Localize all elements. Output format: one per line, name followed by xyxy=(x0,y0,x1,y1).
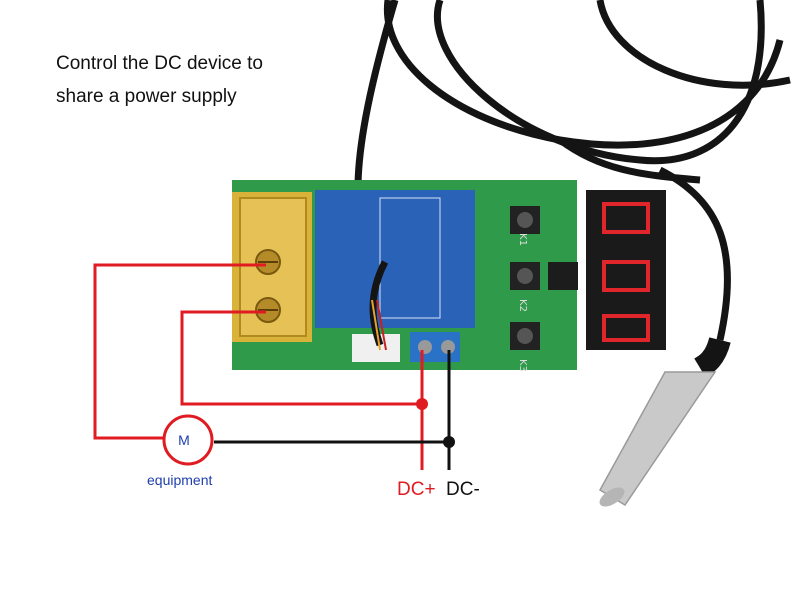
caption-line-2: share a power supply xyxy=(56,86,237,107)
probe-cable xyxy=(354,0,791,341)
dc-minus-junction xyxy=(443,436,455,448)
wires xyxy=(93,263,451,470)
dc-minus-label: DC- xyxy=(446,479,480,500)
temperature-probe-icon xyxy=(598,336,731,507)
mcu-chip xyxy=(548,262,578,290)
motor-label: M xyxy=(178,432,190,448)
key-2-label: K2 xyxy=(516,299,528,312)
display-digits xyxy=(602,202,650,342)
caption-line-1: Control the DC device to xyxy=(56,53,263,74)
key-3-label: K3 xyxy=(516,359,528,372)
relay-icon xyxy=(315,190,475,328)
equipment-label: equipment xyxy=(147,472,213,488)
dc-plus-junction xyxy=(416,398,428,410)
seven-segment-display-icon xyxy=(586,190,666,350)
button-group xyxy=(510,206,540,350)
dc-plus-label: DC+ xyxy=(397,479,436,500)
motor-icon xyxy=(162,414,214,466)
key-1-label: K1 xyxy=(516,233,528,246)
terminal-block-icon xyxy=(232,192,312,342)
